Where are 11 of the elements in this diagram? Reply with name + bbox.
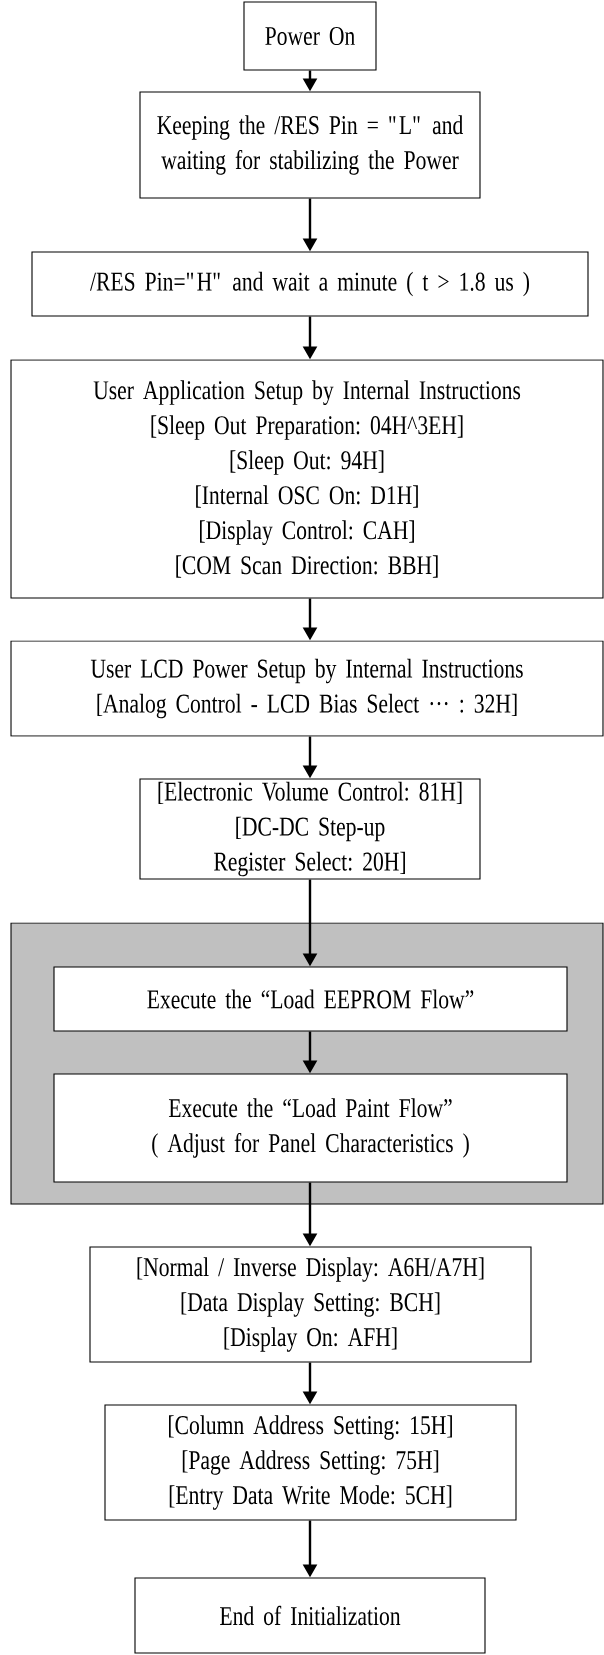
process-box: User Application Setup by Internal Instructions [Sleep Out Preparation: 04H^3EH] [Sleep Out: 94H] [Internal OSC On: D1H] [Display Control: CAH] [COM Scan Direction: BBH]	[10, 359, 604, 599]
process-box: End of Initialization	[134, 1577, 486, 1654]
process-box: /RES Pin="H" and wait a minute ( t > 1.8 us )	[31, 251, 589, 317]
process-box: Execute the “Load Paint Flow” ( Adjust for Panel Characteristics )	[53, 1073, 568, 1183]
process-box: Execute the “Load EEPROM Flow”	[53, 966, 568, 1032]
process-box: [Column Address Setting: 15H] [Page Address Setting: 75H] [Entry Data Write Mode: 5CH]	[104, 1404, 517, 1521]
process-box: Power On	[243, 1, 377, 71]
process-box: Keeping the /RES Pin = "L" and waiting for stabilizing the Power	[139, 91, 481, 199]
process-box: [Normal / Inverse Display: A6H/A7H] [Data Display Setting: BCH] [Display On: AFH]	[89, 1246, 532, 1363]
process-box: [Electronic Volume Control: 81H] [DC-DC Step-up Register Select: 20H]	[139, 778, 481, 880]
process-box: User LCD Power Setup by Internal Instructions [Analog Control - LCD Bias Select ··· : 32H]	[10, 640, 604, 737]
